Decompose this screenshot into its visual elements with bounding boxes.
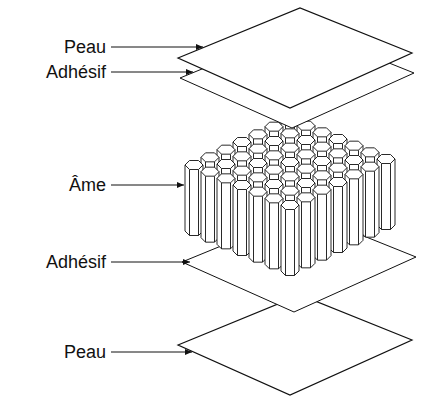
honeycomb-cell [281, 201, 299, 276]
cell-top [249, 144, 267, 153]
cell-top [297, 193, 315, 202]
leader-line [111, 185, 184, 186]
top-skin [178, 8, 412, 108]
leader-line [111, 72, 193, 73]
cell-wall [233, 185, 251, 256]
part-label: Adhésif [0, 62, 106, 82]
cell-top [345, 141, 363, 150]
part-label: Peau [0, 37, 106, 57]
honeycomb-cell [361, 162, 379, 237]
honeycomb-cell [217, 174, 235, 249]
cell-top [361, 162, 379, 171]
cell-wall [313, 190, 331, 260]
honeycomb-cell [329, 178, 347, 253]
cell-top [297, 150, 315, 159]
honeycomb-cell [265, 194, 283, 269]
cell-top [297, 179, 315, 188]
cell-wall [185, 165, 203, 236]
cell-top [281, 143, 299, 152]
honeycomb-cell [297, 193, 315, 268]
cell-top [329, 135, 347, 144]
leader-line [111, 262, 190, 263]
cell-top [329, 163, 347, 172]
cell-wall [249, 192, 267, 262]
cell-top [345, 170, 363, 179]
cell-wall [377, 159, 395, 230]
honeycomb-cell [377, 155, 395, 230]
cell-top [217, 145, 235, 154]
cell-top [313, 157, 331, 166]
cell-wall [217, 178, 235, 249]
cell-top [249, 173, 267, 182]
honeycomb-cell [313, 185, 331, 260]
cell-top [265, 122, 283, 131]
leader-line [111, 352, 192, 353]
cell-top [297, 164, 315, 173]
cell-top [233, 152, 251, 161]
cell-top [233, 181, 251, 190]
part-label: Adhésif [0, 252, 106, 272]
cell-top [185, 161, 203, 170]
cell-top [281, 158, 299, 167]
cell-top [217, 174, 235, 183]
cell-top [265, 165, 283, 174]
cell-wall [361, 167, 379, 238]
cell-wall [297, 197, 315, 268]
cell-top [313, 185, 331, 194]
cell-top [249, 130, 267, 139]
cell-top [265, 151, 283, 160]
cell-top [297, 136, 315, 145]
cell-top [313, 171, 331, 180]
honeycomb-core [185, 115, 395, 276]
cell-top [281, 201, 299, 210]
cell-top [345, 156, 363, 165]
honeycomb-cell [185, 161, 203, 236]
leader-line [111, 47, 203, 48]
cell-top [201, 167, 219, 176]
cell-wall [329, 182, 347, 253]
cell-wall [345, 174, 363, 245]
honeycomb-cell [233, 181, 251, 256]
cell-top [233, 138, 251, 147]
cell-wall [201, 172, 219, 243]
cell-top [265, 137, 283, 146]
cell-top [265, 194, 283, 203]
honeycomb-cell [201, 167, 219, 242]
cell-top [281, 172, 299, 181]
cell-top [313, 128, 331, 137]
cell-wall [265, 198, 283, 269]
cell-wall [281, 205, 299, 276]
cell-top [377, 155, 395, 164]
cell-top [249, 159, 267, 168]
cell-top [233, 166, 251, 175]
honeycomb-cell [345, 170, 363, 245]
cell-top [217, 160, 235, 169]
honeycomb-cell [249, 187, 267, 262]
leader-lines [111, 47, 203, 352]
cell-top [249, 187, 267, 196]
cell-top [281, 186, 299, 195]
cell-top [329, 178, 347, 187]
cell-top [361, 148, 379, 157]
cell-top [281, 129, 299, 138]
part-label: Peau [0, 342, 106, 362]
cell-top [265, 180, 283, 189]
cell-top [313, 142, 331, 151]
part-label: Âme [0, 175, 106, 195]
cell-top [329, 149, 347, 158]
cell-top [201, 153, 219, 162]
